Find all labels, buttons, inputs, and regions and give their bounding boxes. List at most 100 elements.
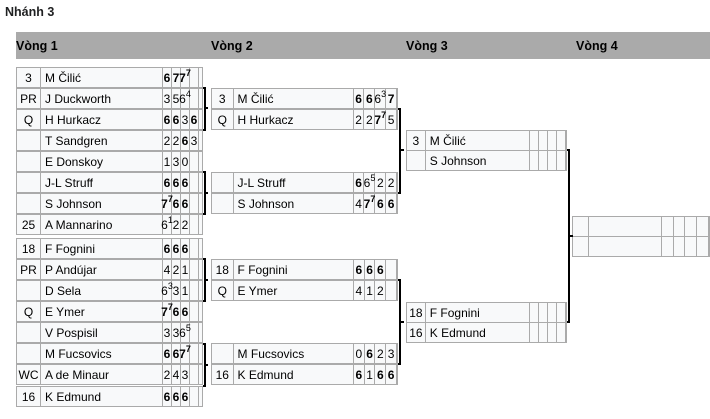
set-score: 7 — [161, 196, 168, 211]
set-score: 6 — [172, 304, 180, 319]
set-score: 7 — [179, 346, 186, 361]
set-score-cell: 3 — [190, 131, 199, 150]
set-score-cell — [539, 151, 549, 170]
set-score: 6 — [172, 241, 180, 256]
set-score: 6 — [163, 112, 171, 127]
set-score: 6 — [163, 70, 171, 85]
set-score: 1 — [181, 283, 189, 298]
set-score: 2 — [172, 133, 180, 148]
seed-cell — [212, 194, 234, 213]
set-score-cell — [548, 131, 558, 150]
seed-cell — [17, 323, 41, 342]
seed-cell — [212, 344, 234, 363]
set-score-cell: 6 — [386, 194, 397, 213]
player-name: K Edmund — [426, 323, 531, 342]
set-score: 3 — [163, 91, 171, 106]
set-score-cell: 6 — [172, 110, 181, 129]
set-score-cell — [557, 323, 566, 342]
round-label-1: Vòng 1 — [16, 39, 58, 53]
set-score-cell: 6 — [163, 173, 172, 192]
seed-cell: 18 — [407, 303, 426, 322]
set-score-cell — [557, 151, 566, 170]
set-score-cell: 2 — [375, 281, 387, 300]
set-score-cell — [662, 237, 674, 256]
set-score-cell: 3 — [386, 344, 398, 363]
set-score-cell — [190, 194, 199, 213]
seed-cell: PR — [17, 89, 41, 108]
set-score: 6 — [163, 241, 171, 256]
round-header-bar — [16, 32, 710, 59]
set-score-cell — [539, 131, 549, 150]
seed-cell: Q — [212, 110, 234, 129]
set-score-cell: 2 — [172, 215, 181, 234]
tiebreak-score: 7 — [167, 193, 173, 204]
set-score-cell: 0 — [181, 152, 190, 171]
set-score: 6 — [161, 283, 168, 298]
seed-cell: 25 — [17, 215, 41, 234]
seed-cell — [17, 281, 41, 300]
set-score-cell: 7 — [172, 68, 181, 87]
set-score-cell: 2 — [163, 365, 172, 384]
seed-cell: 16 — [212, 365, 234, 384]
set-score: 2 — [377, 346, 384, 361]
set-score: 6 — [363, 175, 371, 190]
set-score-cell — [386, 281, 398, 300]
set-score-cell — [190, 281, 199, 300]
set-score-cell: 2 — [181, 215, 190, 234]
set-score-cell: 1 — [365, 365, 376, 384]
set-score: 6 — [366, 346, 373, 361]
bracket-row-r3: S Johnson — [406, 150, 567, 171]
set-score-cell — [190, 239, 199, 258]
set-score-cell — [685, 237, 698, 256]
tiebreak-score: 7 — [381, 109, 387, 120]
seed-cell: 3 — [17, 68, 41, 87]
player-name: S Johnson — [426, 151, 531, 170]
seed-cell: WC — [17, 365, 41, 384]
set-score-cell: 1 — [365, 281, 376, 300]
seed-cell — [17, 152, 41, 171]
set-score-cell — [190, 152, 199, 171]
player-name: E Donskoy — [41, 152, 163, 171]
set-score: 6 — [163, 346, 171, 361]
set-score-cell: 2 — [375, 344, 387, 363]
player-name: V Pospisil — [41, 323, 163, 342]
set-score: 6 — [163, 389, 171, 404]
round-label-4: Vòng 4 — [576, 39, 618, 53]
player-name: J-L Struff — [234, 173, 354, 192]
player-name: K Edmund — [234, 365, 354, 384]
round-label-3: Vòng 3 — [406, 39, 448, 53]
seed-cell — [573, 217, 589, 236]
set-score: 3 — [190, 133, 198, 148]
set-score-cell: 6 — [375, 365, 387, 384]
player-name: M Čilić — [234, 89, 354, 108]
set-score: 0 — [355, 346, 363, 361]
set-score-cell — [530, 303, 540, 322]
set-score: 3 — [172, 154, 180, 169]
set-score: 6 — [355, 262, 363, 277]
seed-cell — [407, 151, 426, 170]
seed-cell: Q — [212, 281, 234, 300]
set-score-cell: 6 — [181, 131, 190, 150]
set-score-cell: 4 — [354, 281, 365, 300]
seed-cell — [17, 344, 41, 363]
set-score-cell: 6 — [354, 365, 365, 384]
set-score-cell: 6 — [375, 194, 387, 213]
set-score-cell: 6 — [354, 89, 365, 108]
tiebreak-score: 7 — [370, 193, 376, 204]
set-score-cell — [539, 323, 549, 342]
set-score-cell: 2 — [163, 131, 172, 150]
player-name: H Hurkacz — [234, 110, 354, 129]
seed-cell: 16 — [17, 387, 41, 406]
